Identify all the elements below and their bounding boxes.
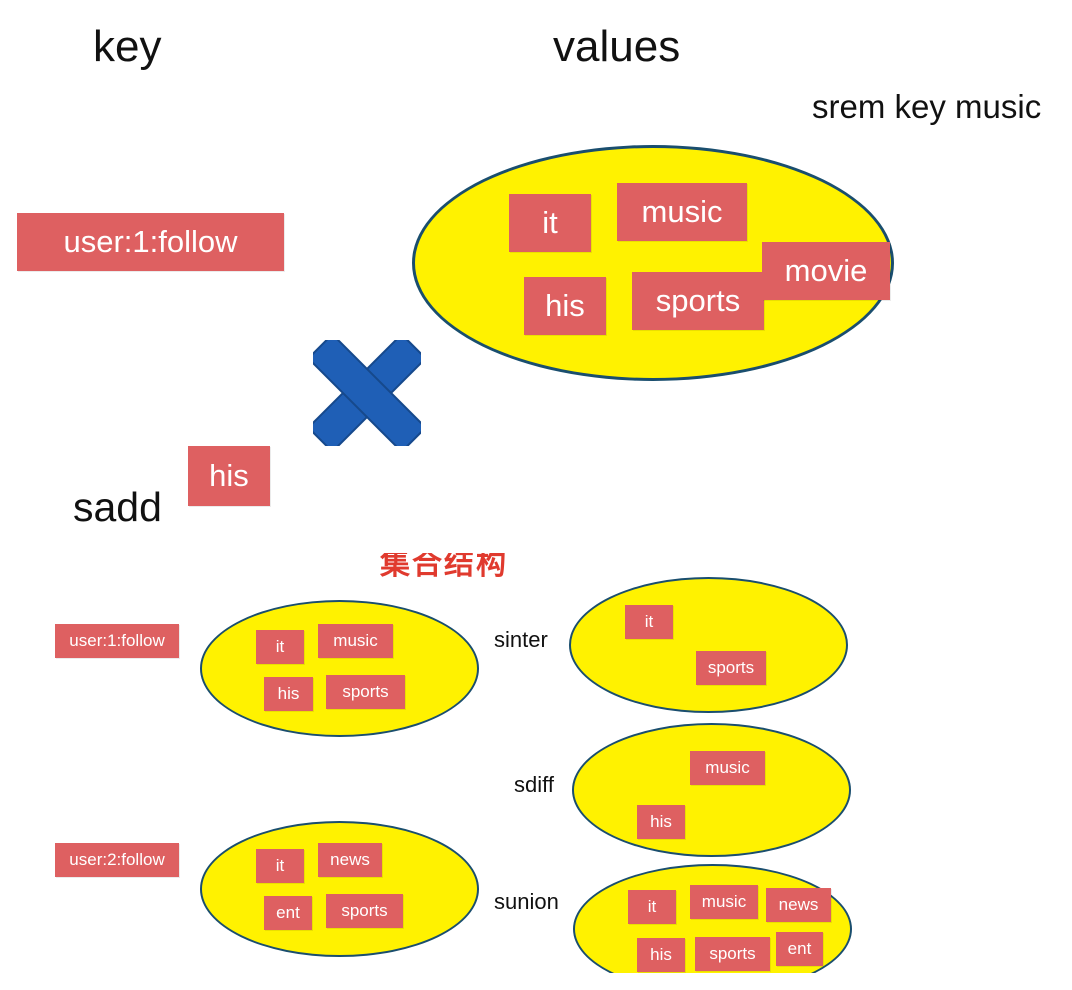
sunion-member-music: music — [690, 885, 758, 919]
sunion-member-it: it — [628, 890, 676, 924]
op-label-sunion: sunion — [494, 889, 559, 914]
member-sports: sports — [632, 272, 764, 330]
x-mark-icon — [313, 340, 421, 446]
sdiff-result-ellipse — [572, 723, 851, 857]
set1-member-sports: sports — [326, 675, 405, 709]
set2-member-ent: ent — [264, 896, 312, 930]
key-tag-user1-follow: user:1:follow — [17, 213, 284, 271]
op-label-sdiff: sdiff — [514, 772, 554, 797]
op-label-sinter: sinter — [494, 627, 548, 652]
key-tag-user2-follow-small: user:2:follow — [55, 843, 179, 877]
sunion-member-ent: ent — [776, 932, 823, 966]
set1-member-it: it — [256, 630, 304, 664]
sunion-member-sports: sports — [695, 937, 770, 971]
set1-ellipse — [200, 600, 479, 737]
srem-command-label: srem key music — [812, 88, 1042, 125]
set-operations-diagram: 集合结构 user:1:follow user:2:follow it musi… — [42, 553, 857, 973]
sdiff-member-music: music — [690, 751, 765, 785]
sinter-member-sports: sports — [696, 651, 766, 685]
set2-ellipse — [200, 821, 479, 957]
set1-member-his: his — [264, 677, 313, 711]
member-music: music — [617, 183, 747, 241]
member-his: his — [524, 277, 606, 335]
sinter-member-it: it — [625, 605, 673, 639]
sadd-member-his: his — [188, 446, 270, 506]
set2-member-news: news — [318, 843, 382, 877]
values-heading: values — [553, 22, 681, 71]
sunion-member-his: his — [637, 938, 685, 972]
sinter-result-ellipse — [569, 577, 848, 713]
member-movie: movie — [762, 242, 890, 300]
sunion-member-news: news — [766, 888, 831, 922]
key-tag-user1-follow-small: user:1:follow — [55, 624, 179, 658]
member-it: it — [509, 194, 591, 252]
key-heading: key — [93, 22, 162, 71]
set1-member-music: music — [318, 624, 393, 658]
set2-member-it: it — [256, 849, 304, 883]
title-set-structure: 集合结构 — [380, 553, 508, 582]
sdiff-member-his: his — [637, 805, 685, 839]
sadd-command-label: sadd — [73, 484, 162, 530]
top-diagram: key values srem key music user:1:follow … — [17, 22, 1042, 530]
set2-member-sports: sports — [326, 894, 403, 928]
